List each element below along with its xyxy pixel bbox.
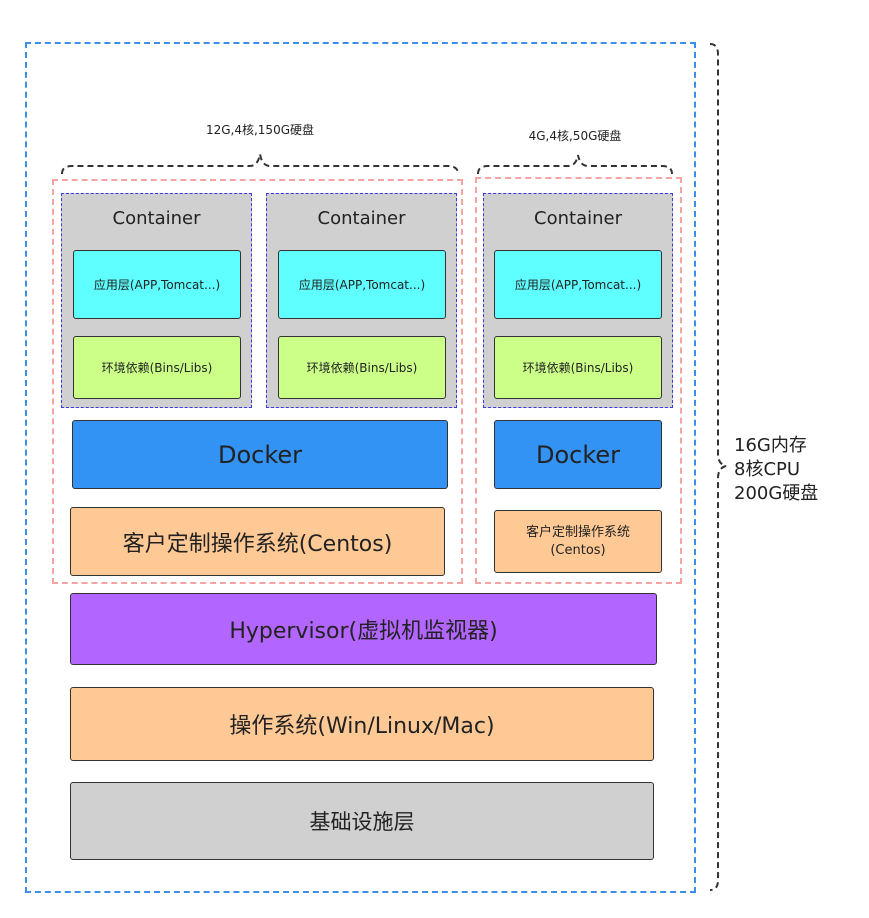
- host-machine-box: [25, 42, 696, 893]
- container-title: Container: [112, 208, 201, 229]
- guest-os-line-1: 客户定制操作系统: [525, 524, 630, 540]
- guest-os-layer: 客户定制操作系统 (Centos): [494, 510, 662, 573]
- app-layer: 应用层(APP,Tomcat...): [73, 250, 241, 319]
- host-spec-label: 16G内存 8核CPU 200G硬盘: [734, 435, 819, 504]
- vm2-spec-label: 4G,4核,50G硬盘: [528, 129, 622, 143]
- vm1-brace: [61, 153, 459, 175]
- vm2-box: [475, 177, 682, 584]
- docker-layer: Docker: [494, 420, 662, 489]
- guest-os-layer: 客户定制操作系统(Centos): [70, 507, 445, 576]
- docker-layer: Docker: [72, 420, 448, 489]
- vm1-spec-label: 12G,4核,150G硬盘: [205, 123, 315, 137]
- vm2-brace: [477, 154, 673, 175]
- deps-layer: 环境依赖(Bins/Libs): [278, 336, 446, 399]
- infrastructure-layer: 基础设施层: [70, 782, 654, 860]
- host-brace: [709, 43, 727, 891]
- deps-layer: 环境依赖(Bins/Libs): [73, 336, 241, 399]
- guest-os-line-2: (Centos): [550, 542, 606, 558]
- app-layer: 应用层(APP,Tomcat...): [494, 250, 662, 319]
- container-title: Container: [317, 208, 406, 229]
- app-layer: 应用层(APP,Tomcat...): [278, 250, 446, 319]
- container-title: Container: [534, 208, 622, 229]
- deps-layer: 环境依赖(Bins/Libs): [494, 336, 662, 399]
- hypervisor-layer: Hypervisor(虚拟机监视器): [70, 593, 657, 665]
- vm1-box: [52, 179, 463, 584]
- host-os-layer: 操作系统(Win/Linux/Mac): [70, 687, 654, 761]
